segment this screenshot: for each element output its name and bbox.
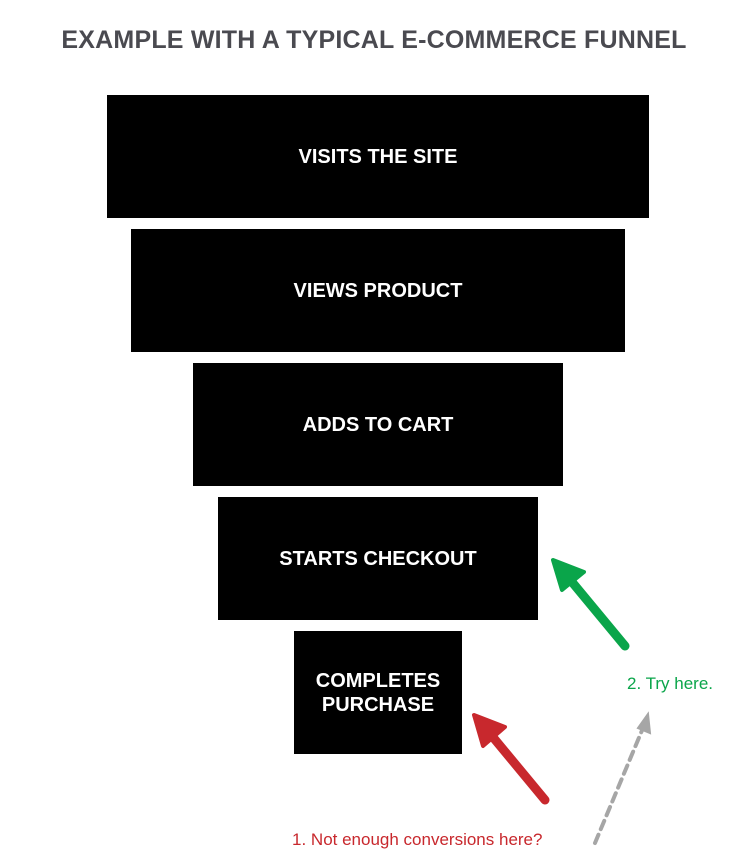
solution-annotation: 2. Try here. [627,674,713,694]
green-arrow-icon [551,558,630,651]
stage-label: VIEWS PRODUCT [293,279,463,302]
problem-annotation: 1. Not enough conversions here? [292,830,542,850]
diagram-title: EXAMPLE WITH A TYPICAL E-COMMERCE FUNNEL [61,26,687,54]
funnel-stage-starts-checkout: STARTS CHECKOUT [218,497,538,620]
stage-label: VISITS THE SITE [298,145,458,168]
funnel-stage-views-product: VIEWS PRODUCT [131,229,625,352]
stage-label: STARTS CHECKOUT [279,547,477,570]
annotation-number: 1. [292,830,307,849]
funnel-stage-adds-to-cart: ADDS TO CART [193,363,563,486]
funnel-stage-visits: VISITS THE SITE [107,95,649,218]
red-arrow-icon [472,713,550,805]
annotation-number: 2. [627,674,642,693]
dashed-arrow-icon [593,711,652,845]
annotation-text: Not enough conversions here? [310,830,543,849]
stage-label: COMPLETES PURCHASE [315,669,441,716]
stage-label: ADDS TO CART [302,413,454,436]
funnel-stage-completes-purchase: COMPLETES PURCHASE [294,631,462,754]
annotation-text: Try here. [645,674,713,693]
